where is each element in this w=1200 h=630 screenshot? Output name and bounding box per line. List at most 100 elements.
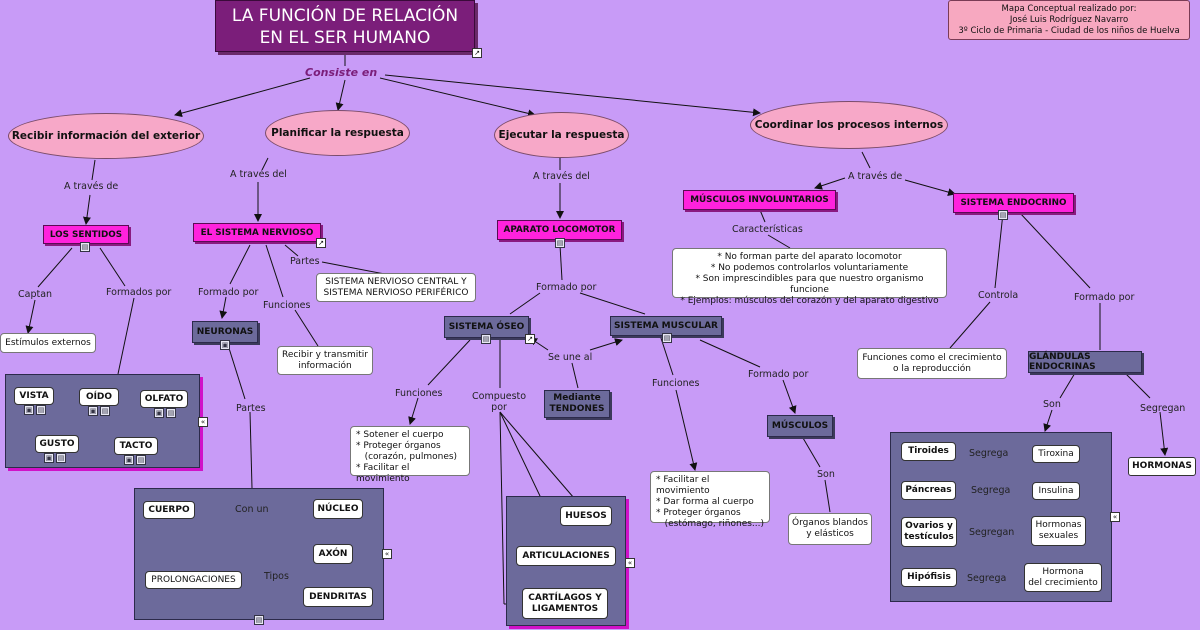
link-arrow-icon[interactable]: ↗ bbox=[472, 48, 482, 58]
label-captan: Captan bbox=[18, 289, 53, 300]
funciones-oseo-line: (corazón, pulmones) bbox=[356, 452, 458, 462]
glandula-tiroides[interactable]: Tiroides bbox=[901, 442, 956, 461]
node-tendones[interactable]: Mediante TENDONES bbox=[544, 390, 610, 418]
funciones-muscular-line: (estómago, riñones...) bbox=[656, 519, 765, 529]
sentido-tacto[interactable]: TACTO bbox=[114, 437, 158, 455]
label-segrega-2: Segrega bbox=[971, 485, 1011, 496]
link-arrow-icon[interactable]: ↗ bbox=[316, 238, 326, 248]
note-icon[interactable]: ▤ bbox=[662, 333, 672, 343]
credit-box: Mapa Conceptual realizado por: José Luis… bbox=[948, 0, 1190, 40]
neurona-dendritas[interactable]: DENDRITAS bbox=[303, 587, 373, 607]
label-segrega-3: Segrega bbox=[967, 573, 1007, 584]
caracteristicas-line: * No forman parte del aparato locomotor bbox=[717, 252, 902, 262]
collapse-icon[interactable]: « bbox=[198, 417, 208, 427]
note-icon[interactable]: ▤ bbox=[481, 334, 491, 344]
label-segrega-1: Segrega bbox=[969, 448, 1009, 459]
label-compuesto-por: Compuesto por bbox=[472, 391, 527, 413]
glandula-hipofisis[interactable]: Hipófisis bbox=[901, 568, 957, 587]
box-snc-snp: SISTEMA NERVIOSO CENTRAL Y SISTEMA NERVI… bbox=[316, 273, 476, 302]
ellipse-coordinar[interactable]: Coordinar los procesos internos bbox=[750, 101, 948, 149]
collapse-icon[interactable]: « bbox=[1110, 512, 1120, 522]
note-icon[interactable]: ▤ bbox=[56, 453, 66, 463]
neurona-nucleo[interactable]: NÚCLEO bbox=[313, 499, 363, 519]
label-controla: Controla bbox=[978, 290, 1019, 301]
collapse-icon[interactable]: « bbox=[625, 558, 635, 568]
node-hormonas[interactable]: HORMONAS bbox=[1128, 457, 1196, 476]
credit-line-2: José Luis Rodríguez Navarro bbox=[1009, 15, 1129, 25]
note-icon[interactable]: ▤ bbox=[254, 615, 264, 625]
box-estimulos-externos: Estímulos externos bbox=[0, 333, 96, 353]
image-icon[interactable]: ▣ bbox=[24, 405, 34, 415]
note-icon[interactable]: ▤ bbox=[36, 405, 46, 415]
collapse-icon[interactable]: « bbox=[382, 549, 392, 559]
label-funciones-1: Funciones bbox=[263, 300, 311, 311]
box-recibir-transmitir: Recibir y transmitir información bbox=[277, 346, 373, 375]
neurona-axon[interactable]: AXÓN bbox=[313, 544, 353, 564]
note-icon[interactable]: ▤ bbox=[80, 242, 90, 252]
image-icon[interactable]: ▣ bbox=[220, 340, 230, 350]
neurona-cuerpo[interactable]: CUERPO bbox=[143, 501, 195, 519]
ellipse-ejecutar[interactable]: Ejecutar la respuesta bbox=[494, 112, 629, 158]
producto-hormona-crecimiento[interactable]: Hormona del crecimiento bbox=[1024, 563, 1102, 592]
title-line-2: EN EL SER HUMANO bbox=[259, 28, 431, 48]
funciones-oseo-line: * Facilitar el movimiento bbox=[356, 463, 410, 484]
page-title: LA FUNCIÓN DE RELACIÓN EN EL SER HUMANO bbox=[215, 0, 475, 52]
funciones-muscular-line: * Proteger órganos bbox=[656, 508, 741, 518]
oseo-huesos[interactable]: HUESOS bbox=[560, 506, 612, 526]
image-icon[interactable]: ▣ bbox=[154, 408, 164, 418]
caracteristicas-line: * Ejemplos: músculos del corazón y del a… bbox=[680, 296, 939, 306]
box-funciones-crecimiento: Funciones como el crecimiento o la repro… bbox=[857, 348, 1007, 379]
label-formado-por-2: Formado por bbox=[536, 282, 597, 293]
funciones-muscular-line: * Facilitar el movimiento bbox=[656, 475, 710, 496]
node-glandulas-endocrinas[interactable]: GLÁNDULAS ENDOCRINAS bbox=[1028, 351, 1142, 373]
funciones-muscular-line: * Dar forma al cuerpo bbox=[656, 497, 754, 507]
ellipse-planificar[interactable]: Planificar la respuesta bbox=[265, 110, 410, 156]
glandula-pancreas[interactable]: Páncreas bbox=[901, 481, 956, 500]
neurona-prolongaciones[interactable]: PROLONGACIONES bbox=[145, 571, 242, 589]
producto-insulina[interactable]: Insulina bbox=[1032, 482, 1080, 500]
sentido-oido[interactable]: OÍDO bbox=[79, 388, 119, 406]
glandula-ovarios[interactable]: Ovarios y testículos bbox=[901, 517, 957, 547]
sentido-olfato[interactable]: OLFATO bbox=[140, 390, 188, 408]
label-tipos: Tipos bbox=[264, 571, 289, 582]
image-icon[interactable]: ▣ bbox=[88, 406, 98, 416]
node-sistema-nervioso[interactable]: EL SISTEMA NERVIOSO bbox=[193, 223, 321, 242]
credit-line-1: Mapa Conceptual realizado por: bbox=[1001, 4, 1137, 14]
oseo-cartilagos[interactable]: CARTÍLAGOS Y LIGAMENTOS bbox=[522, 588, 608, 619]
node-musculos[interactable]: MÚSCULOS bbox=[767, 415, 833, 437]
box-organos-blandos: Órganos blandos y elásticos bbox=[788, 513, 872, 545]
label-funciones-2: Funciones bbox=[395, 388, 443, 399]
link-arrow-icon[interactable]: ↗ bbox=[525, 334, 535, 344]
image-icon[interactable]: ▣ bbox=[124, 455, 134, 465]
sentido-gusto[interactable]: GUSTO bbox=[35, 435, 79, 453]
consiste-en-label: Consiste en bbox=[305, 66, 378, 79]
label-caracteristicas: Características bbox=[732, 224, 803, 235]
oseo-articulaciones[interactable]: ARTICULACIONES bbox=[516, 546, 616, 566]
node-sistema-endocrino[interactable]: SISTEMA ENDOCRINO bbox=[953, 193, 1074, 213]
funciones-oseo-line: * Proteger órganos bbox=[356, 441, 441, 451]
sentido-vista[interactable]: VISTA bbox=[14, 387, 54, 405]
note-icon[interactable]: ▤ bbox=[555, 238, 565, 248]
label-partes-2: Partes bbox=[236, 403, 266, 414]
node-aparato-locomotor[interactable]: APARATO LOCOMOTOR bbox=[497, 220, 622, 240]
label-a-traves-de-1: A través de bbox=[64, 181, 119, 192]
node-musculos-involuntarios[interactable]: MÚSCULOS INVOLUNTARIOS bbox=[683, 190, 836, 210]
funciones-oseo-line: * Sotener el cuerpo bbox=[356, 430, 444, 440]
label-son-1: Son bbox=[817, 469, 835, 480]
caracteristicas-line: * Son imprescindibles para que nuestro o… bbox=[695, 274, 924, 295]
ellipse-recibir[interactable]: Recibir información del exterior bbox=[8, 113, 204, 159]
note-icon[interactable]: ▤ bbox=[136, 455, 146, 465]
note-icon[interactable]: ▤ bbox=[998, 210, 1008, 220]
label-funciones-3: Funciones bbox=[652, 378, 700, 389]
producto-tiroxina[interactable]: Tiroxina bbox=[1032, 445, 1080, 463]
label-partes-1: Partes bbox=[290, 256, 320, 267]
note-icon[interactable]: ▤ bbox=[166, 408, 176, 418]
producto-hormonas-sexuales[interactable]: Hormonas sexuales bbox=[1031, 516, 1086, 546]
box-caracteristicas: * No forman parte del aparato locomotor … bbox=[672, 248, 947, 306]
note-icon[interactable]: ▤ bbox=[100, 406, 110, 416]
label-segregan: Segregan bbox=[1140, 403, 1186, 414]
image-icon[interactable]: ▣ bbox=[44, 453, 54, 463]
box-funciones-muscular: * Facilitar el movimiento * Dar forma al… bbox=[650, 471, 770, 529]
label-formado-por-3: Formado por bbox=[748, 369, 809, 380]
